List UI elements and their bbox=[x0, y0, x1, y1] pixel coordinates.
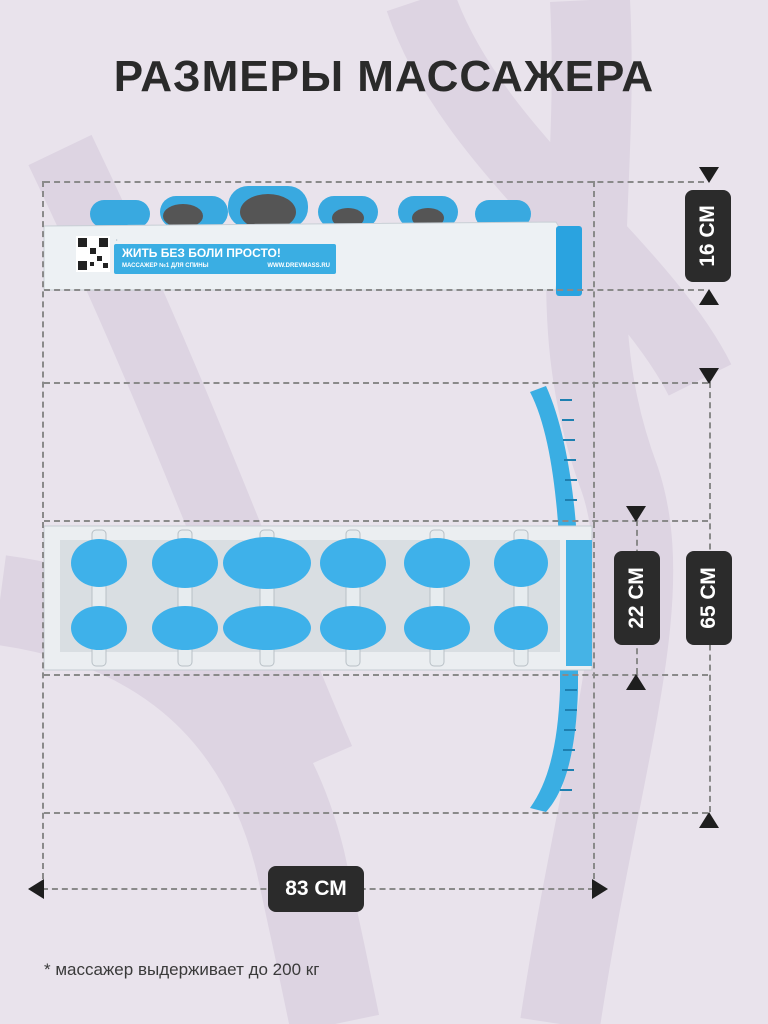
panel-subline: МАССАЖЕР №1 ДЛЯ СПИНЫ bbox=[122, 263, 209, 269]
weight-footnote: * массажер выдерживает до 200 кг bbox=[44, 960, 320, 979]
guide-line bbox=[44, 674, 708, 676]
page-title: РАЗМЕРЫ МАССАЖЕРА bbox=[113, 52, 655, 101]
product-panel: ЖИТЬ БЕЗ БОЛИ ПРОСТО! МАССАЖЕР №1 ДЛЯ СП… bbox=[114, 244, 336, 274]
panel-headline: ЖИТЬ БЕЗ БОЛИ ПРОСТО! bbox=[122, 246, 281, 260]
length-badge: 65 СМ bbox=[686, 551, 732, 645]
guide-line bbox=[593, 181, 595, 889]
guide-line bbox=[42, 181, 44, 889]
guide-line bbox=[44, 520, 708, 522]
width-badge: 22 СМ bbox=[614, 551, 660, 645]
guide-line bbox=[44, 382, 708, 384]
height-badge: 16 СМ bbox=[685, 190, 731, 282]
span-badge: 83 СМ bbox=[268, 866, 364, 912]
panel-fine-print: • bbox=[116, 237, 118, 242]
guide-line bbox=[44, 812, 708, 814]
guide-line bbox=[44, 181, 704, 183]
panel-website: WWW.DREVMASS.RU bbox=[267, 263, 330, 269]
guide-line bbox=[44, 289, 704, 291]
